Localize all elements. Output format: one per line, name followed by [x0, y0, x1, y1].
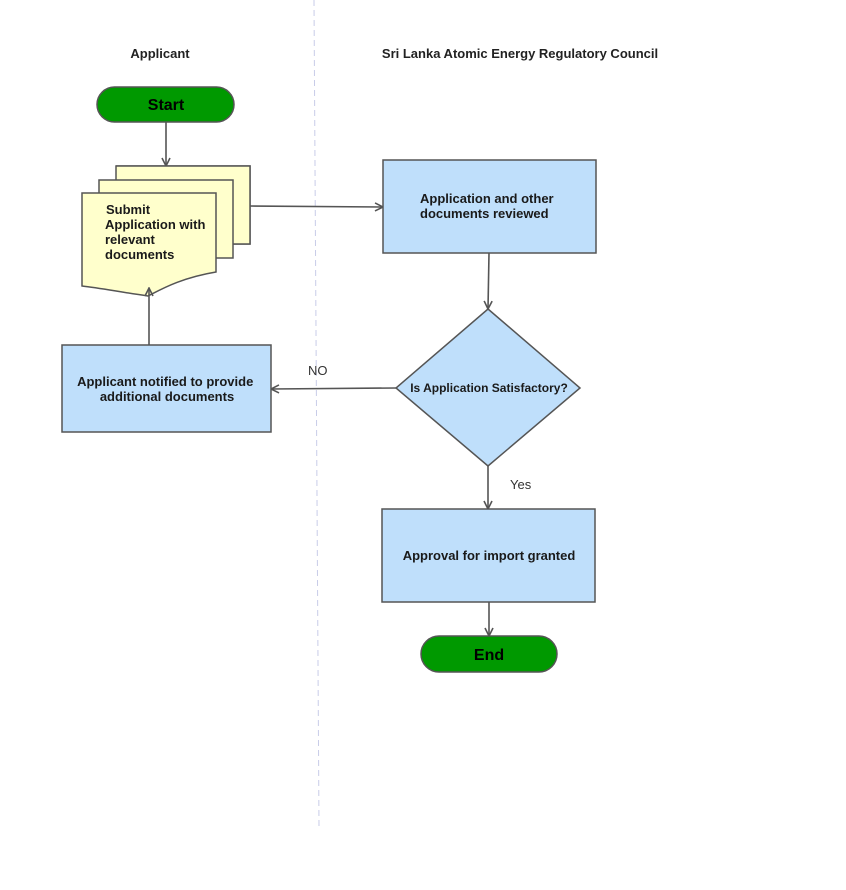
yes-label: Yes [510, 477, 532, 492]
end-label: End [474, 647, 504, 664]
review-label-line-1: Application and other [420, 191, 554, 206]
decision-label: Is Application Satisfactory? [410, 381, 568, 395]
end-node: End [420, 635, 558, 673]
notify-label-line-2: additional documents [100, 389, 234, 404]
approval-node: Approval for import granted [381, 508, 596, 603]
start-label: Start [148, 97, 185, 114]
start-node: Start [96, 86, 235, 123]
review-label-line-2: documents reviewed [420, 206, 549, 221]
review-node: Application and other documents reviewed [382, 159, 597, 254]
edge-decision-no [271, 388, 397, 389]
lane-title-council: Sri Lanka Atomic Energy Regulatory Counc… [382, 46, 658, 61]
edge-submit-to-reviewed [249, 206, 383, 207]
no-label: NO [308, 363, 328, 378]
edge-reviewed-to-decision [488, 252, 489, 309]
lane-divider [313, 0, 320, 829]
lane-title-applicant: Applicant [130, 46, 190, 61]
submit-label-line-1: Submit [106, 202, 151, 217]
notify-label: Applicant notified to provide additional… [77, 374, 257, 404]
submit-label-line-2: Application with [105, 217, 205, 232]
submit-label-line-4: documents [105, 247, 174, 262]
submit-documents-node: Submit Application with relevant documen… [81, 165, 251, 297]
approval-label: Approval for import granted [403, 548, 576, 563]
submit-label: Submit Application with relevant documen… [105, 202, 209, 262]
notify-node: Applicant notified to provide additional… [61, 344, 272, 433]
submit-label-line-3: relevant [105, 232, 156, 247]
decision-node: Is Application Satisfactory? [394, 308, 582, 467]
notify-label-line-1: Applicant notified to provide [77, 374, 253, 389]
review-label: Application and other documents reviewed [420, 191, 557, 221]
